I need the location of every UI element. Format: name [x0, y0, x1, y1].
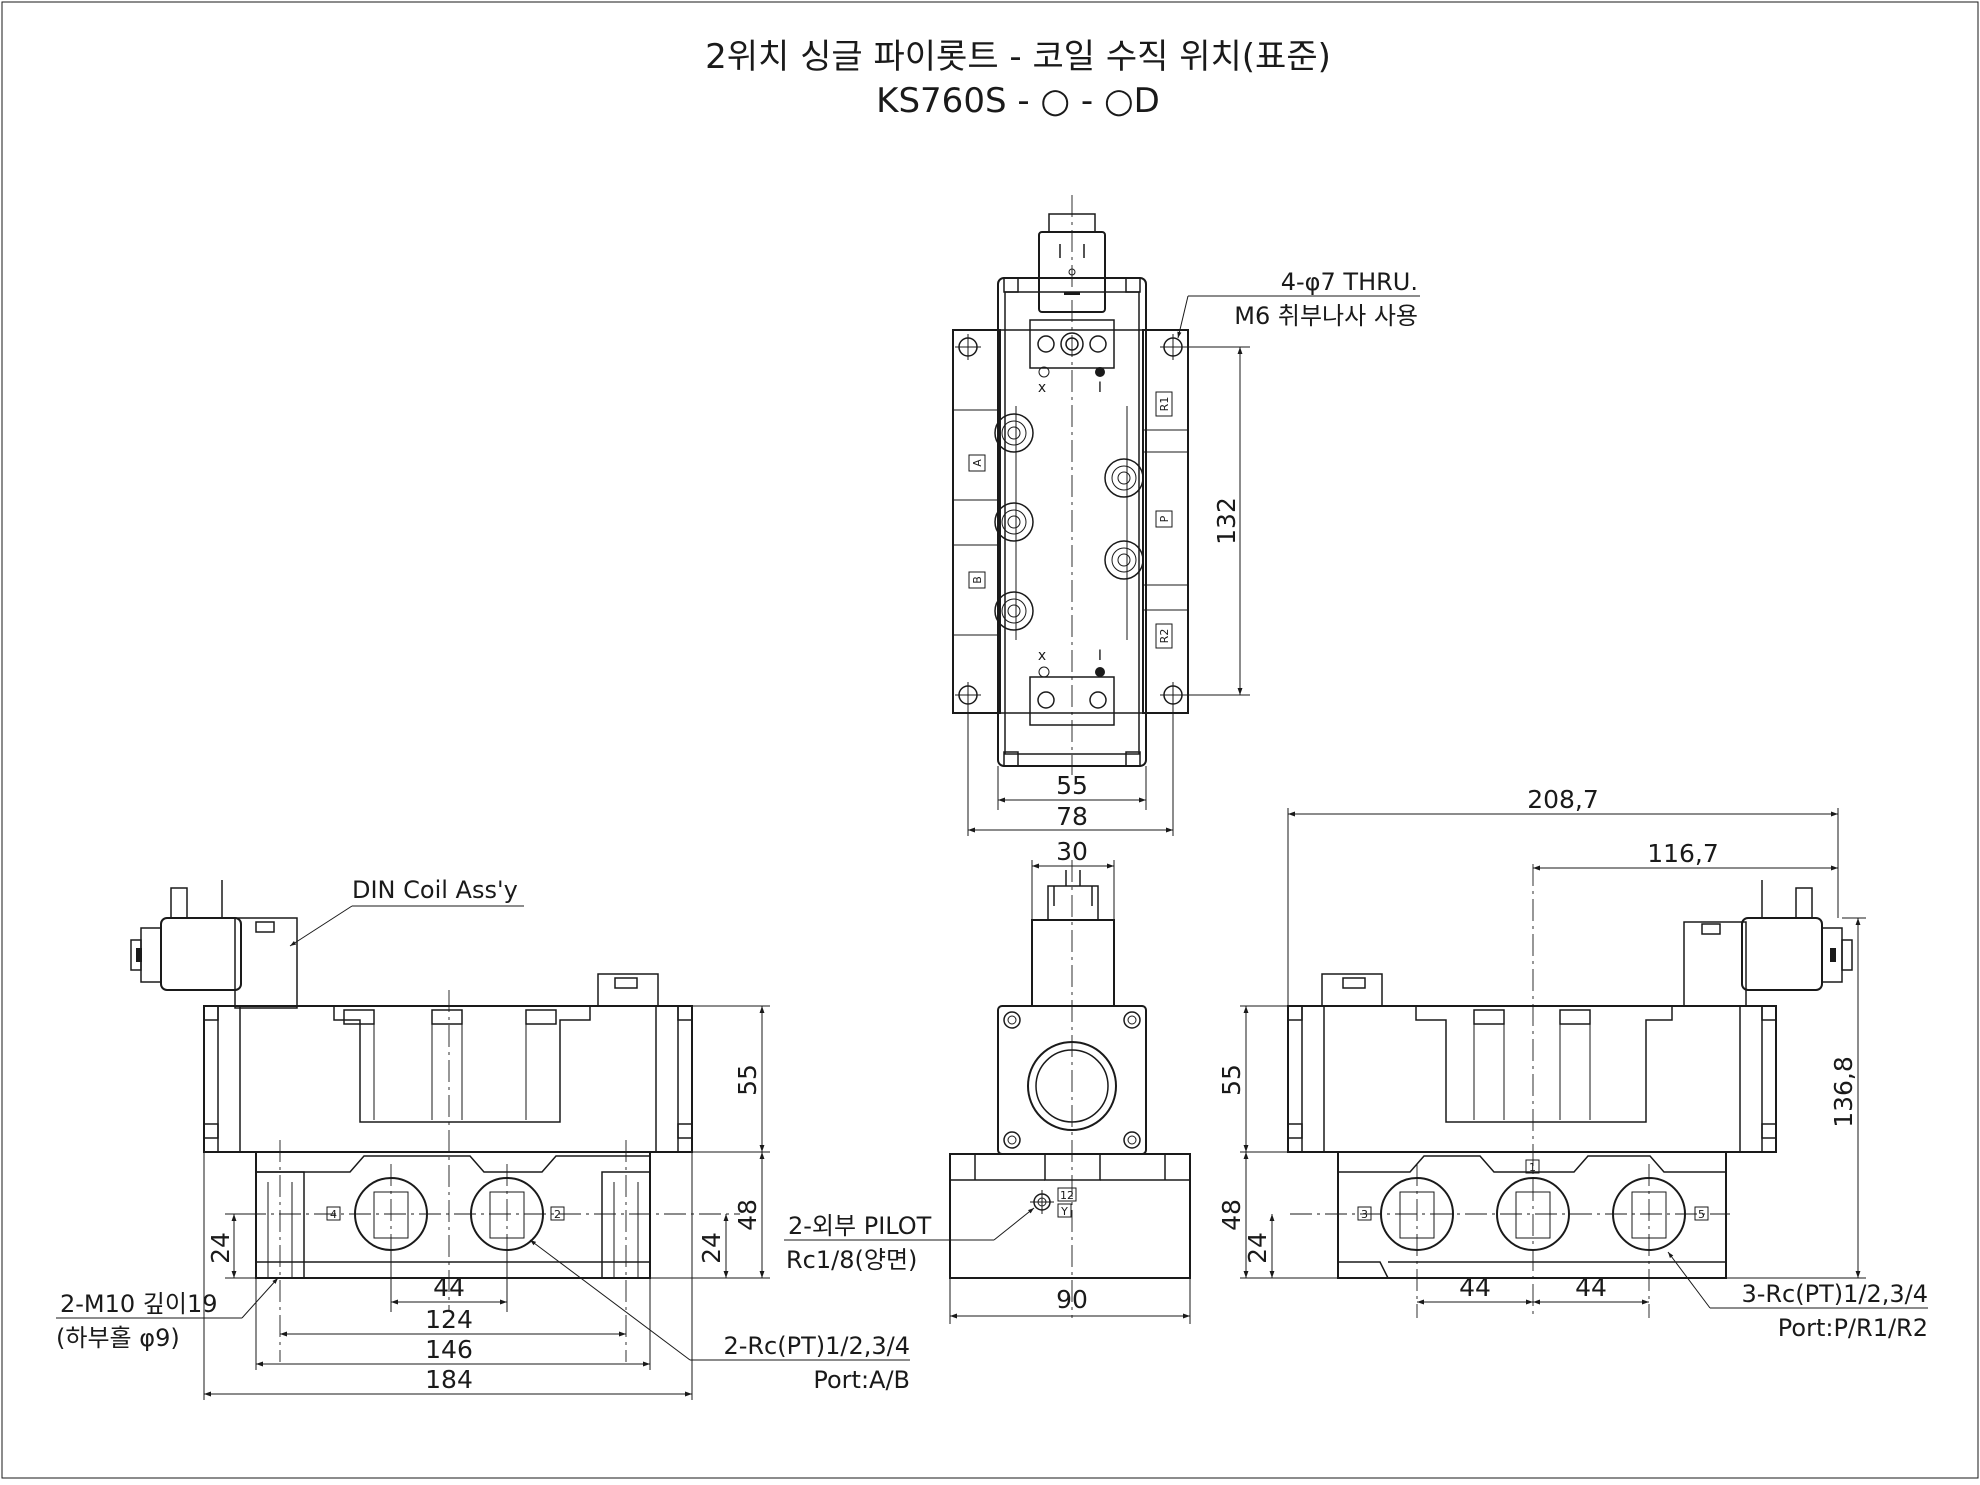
top-view: x I x I A: [952, 195, 1420, 836]
left-dim-24-left: 24: [206, 1232, 235, 1264]
svg-text:P: P: [1158, 515, 1171, 522]
top-note-screw: M6 취부나사 사용: [1234, 302, 1418, 330]
top-port-i-lower: I: [1098, 648, 1102, 664]
top-port-label-r2: R2: [1155, 623, 1173, 649]
svg-text:B: B: [971, 576, 984, 584]
svg-text:3: 3: [1361, 1208, 1368, 1221]
left-note-ports-2: Port:A/B: [813, 1366, 910, 1394]
center-view: 12 Y 30 90 2-외부 PILOT Rc1/8(양면): [784, 837, 1191, 1324]
title-block: 2위치 싱글 파이롯트 - 코일 수직 위치(표준) KS760S - ○ - …: [705, 37, 1331, 121]
right-dim-55: 55: [1217, 1064, 1246, 1096]
right-dim-208-7: 208,7: [1527, 785, 1599, 814]
top-port-label-p: P: [1155, 510, 1173, 528]
center-dim-90: 90: [1056, 1285, 1088, 1314]
top-port-label-r1: R1: [1155, 391, 1173, 417]
top-dim-78: 78: [1056, 802, 1088, 831]
top-right-ports: [1104, 429, 1188, 611]
svg-text:1: 1: [1529, 1161, 1536, 1174]
left-dim-184: 184: [425, 1365, 473, 1394]
top-port-x-lower: x: [1038, 648, 1046, 664]
right-port-label-1: 1: [1525, 1159, 1540, 1174]
left-dim-146: 146: [425, 1335, 473, 1364]
svg-text:A: A: [971, 459, 984, 467]
left-note-mount-2: (하부홀 φ9): [56, 1324, 180, 1352]
left-note-mount-1: 2-M10 깊이19: [60, 1290, 218, 1318]
center-port-label-y: Y: [1057, 1203, 1072, 1218]
right-port-label-3: 3: [1357, 1206, 1372, 1221]
svg-text:R2: R2: [1158, 629, 1171, 644]
left-dim-24-right: 24: [697, 1232, 726, 1264]
top-dim-55: 55: [1056, 771, 1088, 800]
right-note-ports-2: Port:P/R1/R2: [1778, 1314, 1928, 1342]
top-note-thru: 4-φ7 THRU.: [1281, 268, 1418, 296]
svg-text:2: 2: [554, 1208, 561, 1221]
svg-text:Y: Y: [1060, 1205, 1068, 1218]
right-view: 3 1 5 208,7 116,7 136,8 55 48: [1217, 785, 1928, 1342]
top-port-i-upper: I: [1098, 380, 1102, 396]
left-dim-124: 124: [425, 1305, 473, 1334]
top-left-ports: [953, 409, 1034, 636]
svg-text:5: 5: [1698, 1208, 1705, 1221]
left-dim-44: 44: [433, 1273, 465, 1302]
top-port-x-upper: x: [1038, 380, 1046, 396]
svg-text:4: 4: [330, 1208, 337, 1221]
right-dim-44-left: 44: [1459, 1273, 1491, 1302]
right-note-ports-1: 3-Rc(PT)1/2,3/4: [1741, 1280, 1928, 1308]
title-line-2: KS760S - ○ - ○D: [876, 81, 1160, 121]
left-view: 4 2 DIN Coil Ass'y 55 48 24 24 44 124: [56, 876, 910, 1400]
left-dim-48: 48: [733, 1199, 762, 1231]
left-note-ports-1: 2-Rc(PT)1/2,3/4: [723, 1332, 910, 1360]
center-port-label-12: 12: [1057, 1187, 1077, 1202]
top-dim-132: 132: [1212, 497, 1241, 545]
center-dim-30: 30: [1056, 837, 1088, 866]
left-port-label-2: 2: [550, 1206, 565, 1221]
right-dim-24: 24: [1243, 1232, 1272, 1264]
svg-text:12: 12: [1060, 1189, 1074, 1202]
right-dim-136-8: 136,8: [1829, 1056, 1858, 1128]
top-port-label-a: A: [968, 454, 986, 472]
title-line-1: 2위치 싱글 파이롯트 - 코일 수직 위치(표준): [705, 37, 1331, 77]
right-dim-44-right: 44: [1575, 1273, 1607, 1302]
center-note-pilot-2: Rc1/8(양면): [786, 1246, 917, 1274]
right-port-label-5: 5: [1694, 1206, 1709, 1221]
svg-text:R1: R1: [1158, 397, 1171, 412]
right-dim-116-7: 116,7: [1647, 839, 1719, 868]
left-port-label-4: 4: [326, 1206, 341, 1221]
left-coil-label: DIN Coil Ass'y: [352, 876, 518, 904]
top-port-label-b: B: [968, 571, 986, 589]
left-dim-55: 55: [733, 1064, 762, 1096]
right-dim-48: 48: [1217, 1199, 1246, 1231]
center-note-pilot-1: 2-외부 PILOT: [788, 1212, 932, 1240]
